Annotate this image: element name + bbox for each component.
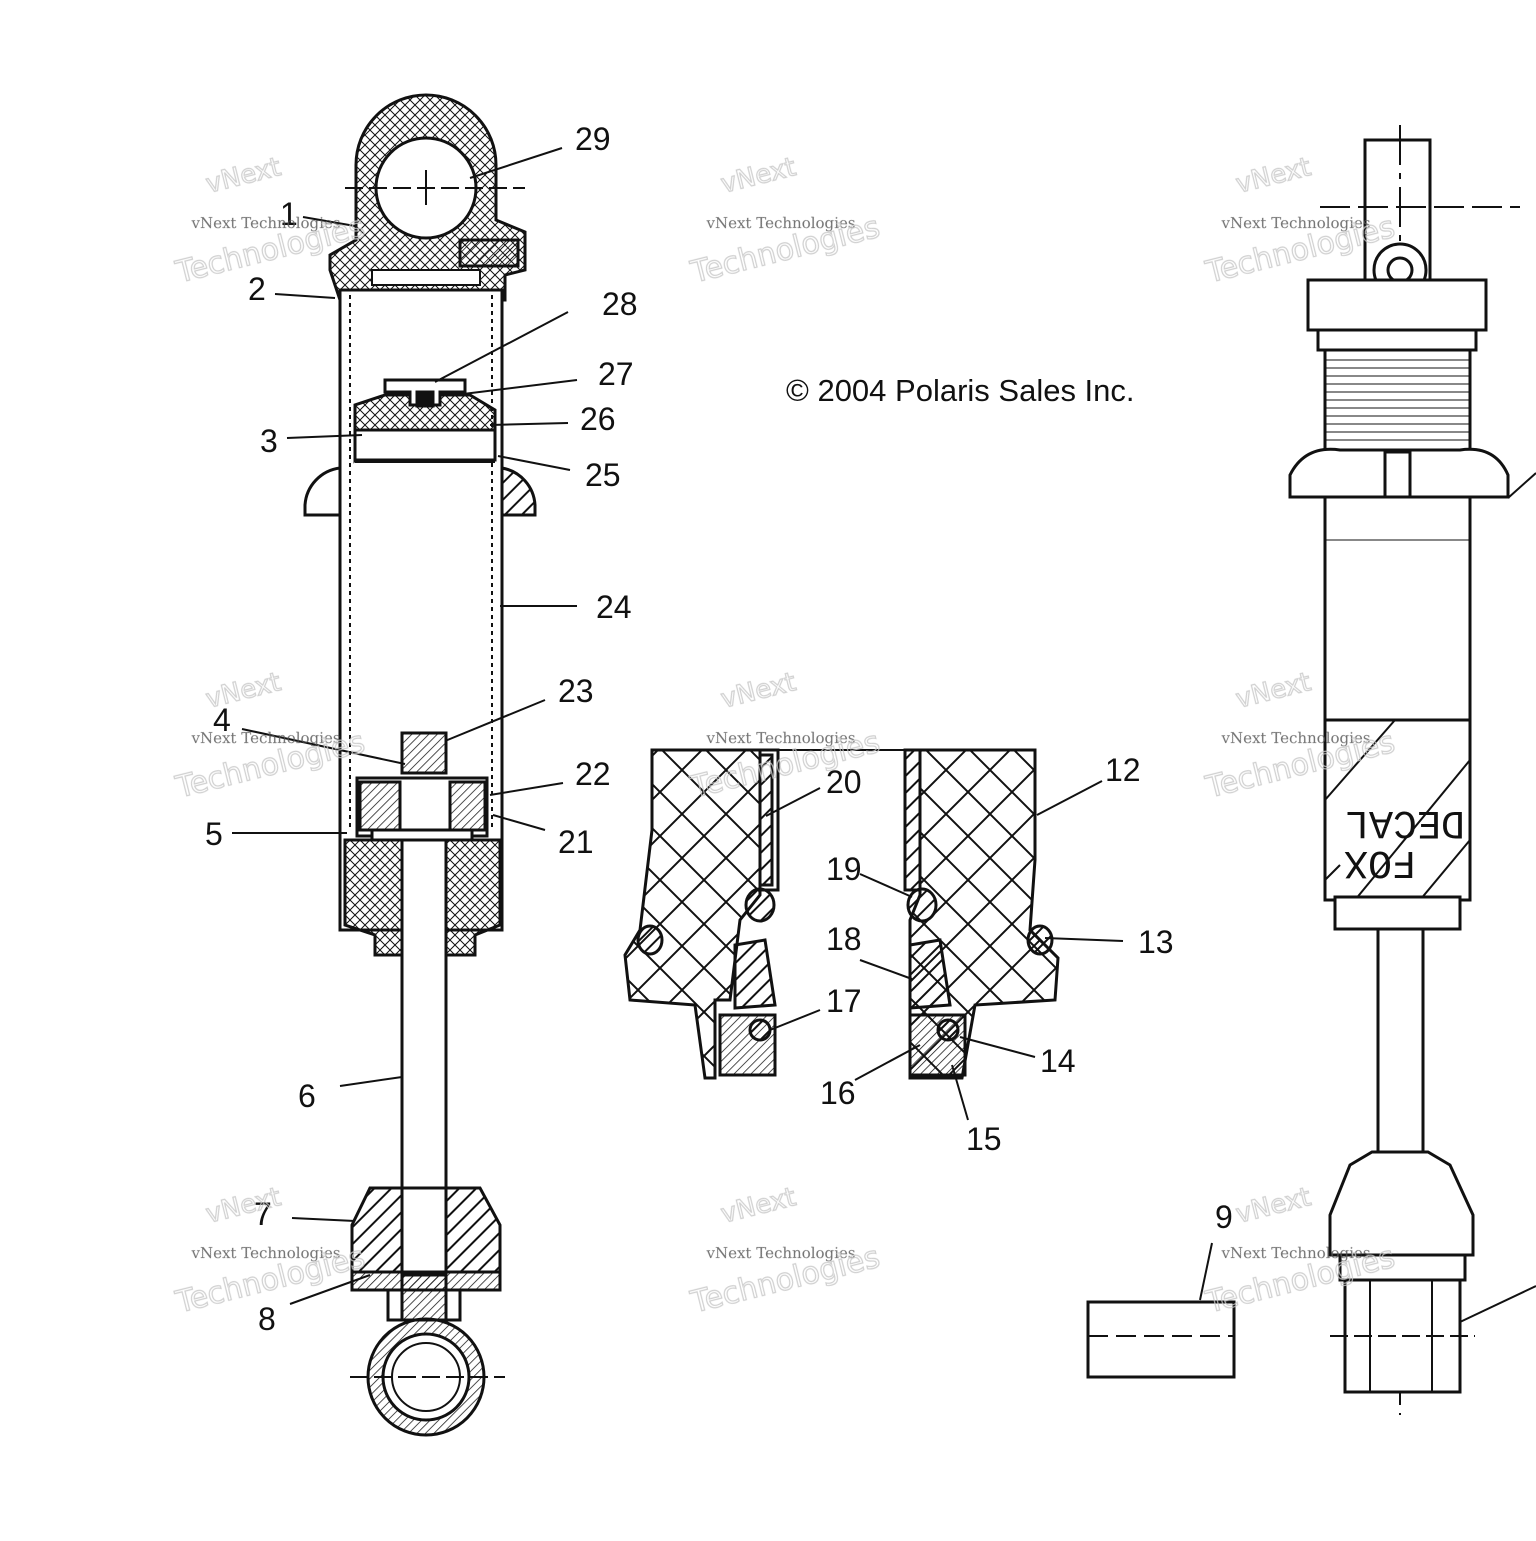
watermark-name: vNext xyxy=(718,152,799,199)
watermark-line1: vNext Technologies xyxy=(191,214,341,232)
callout-7: 7 xyxy=(254,1196,272,1232)
left-shock-cutaway xyxy=(303,93,537,1437)
bump-stop-right xyxy=(1328,1150,1475,1257)
callout-3: 3 xyxy=(260,423,278,459)
spring-retainer xyxy=(303,466,342,517)
decal-text-line1: DECAL xyxy=(1345,799,1465,844)
piston-band xyxy=(353,428,497,462)
watermark-8: vNext vNext Technologies Technologies xyxy=(686,1182,884,1322)
leader-lines xyxy=(232,147,1536,1323)
callout-23: 23 xyxy=(558,673,594,709)
callout-2: 2 xyxy=(248,271,266,307)
callout-29: 29 xyxy=(575,121,611,157)
callout-1: 1 xyxy=(280,196,298,232)
watermark-line1: vNext Technologies xyxy=(1221,729,1371,747)
callout-6: 6 xyxy=(298,1078,316,1114)
watermark-name: vNext xyxy=(1233,667,1314,714)
watermark-name: vNext xyxy=(1233,152,1314,199)
callout-18: 18 xyxy=(826,921,862,957)
callout-5: 5 xyxy=(205,816,223,852)
watermark-line1: vNext Technologies xyxy=(706,729,856,747)
callout-13: 13 xyxy=(1138,924,1174,960)
watermark-line1: vNext Technologies xyxy=(706,214,856,232)
callout-24: 24 xyxy=(596,589,632,625)
callout-26: 26 xyxy=(580,401,616,437)
callout-8: 8 xyxy=(258,1301,276,1337)
callout-22: 22 xyxy=(575,756,611,792)
bushing xyxy=(1086,1300,1236,1379)
watermark-line1: vNext Technologies xyxy=(706,1244,856,1262)
watermark-line1: vNext Technologies xyxy=(1221,1244,1371,1262)
callout-14: 14 xyxy=(1040,1043,1076,1079)
callout-16: 16 xyxy=(820,1075,856,1111)
callout-21: 21 xyxy=(558,824,594,860)
callout-9: 9 xyxy=(1215,1199,1233,1235)
callout-28: 28 xyxy=(602,286,638,322)
top-bolt xyxy=(458,238,520,268)
decal-text-line2: FOX xyxy=(1344,839,1416,884)
copyright-notice: © 2004 Polaris Sales Inc. xyxy=(786,373,1135,408)
watermark-4: vNext vNext Technologies Technologies xyxy=(171,667,369,807)
watermark-name: vNext xyxy=(203,667,284,714)
callout-15: 15 xyxy=(966,1121,1002,1157)
watermark-name: vNext xyxy=(203,152,284,199)
watermark-2: vNext vNext Technologies Technologies xyxy=(686,152,884,292)
callout-12: 12 xyxy=(1105,752,1141,788)
callouts: 29 1 2 28 27 26 3 25 24 23 4 22 5 21 6 7… xyxy=(205,121,1233,1337)
callout-27: 27 xyxy=(598,356,634,392)
callout-17: 17 xyxy=(826,983,862,1019)
watermark-name: vNext xyxy=(1233,1182,1314,1229)
watermark-line1: vNext Technologies xyxy=(191,729,341,747)
watermark-line1: vNext Technologies xyxy=(191,1244,341,1262)
watermark-name: vNext xyxy=(718,667,799,714)
callout-20: 20 xyxy=(826,764,862,800)
callout-25: 25 xyxy=(585,457,621,493)
seal-head-section xyxy=(623,748,1060,1080)
watermark-name: vNext xyxy=(718,1182,799,1229)
watermark-line1: vNext Technologies xyxy=(1221,214,1371,232)
callout-4: 4 xyxy=(213,702,231,738)
shaft-right xyxy=(1376,927,1425,1156)
right-shock-external xyxy=(1086,125,1520,1415)
callout-19: 19 xyxy=(826,851,862,887)
watermark-7: vNext vNext Technologies Technologies xyxy=(171,1182,369,1322)
